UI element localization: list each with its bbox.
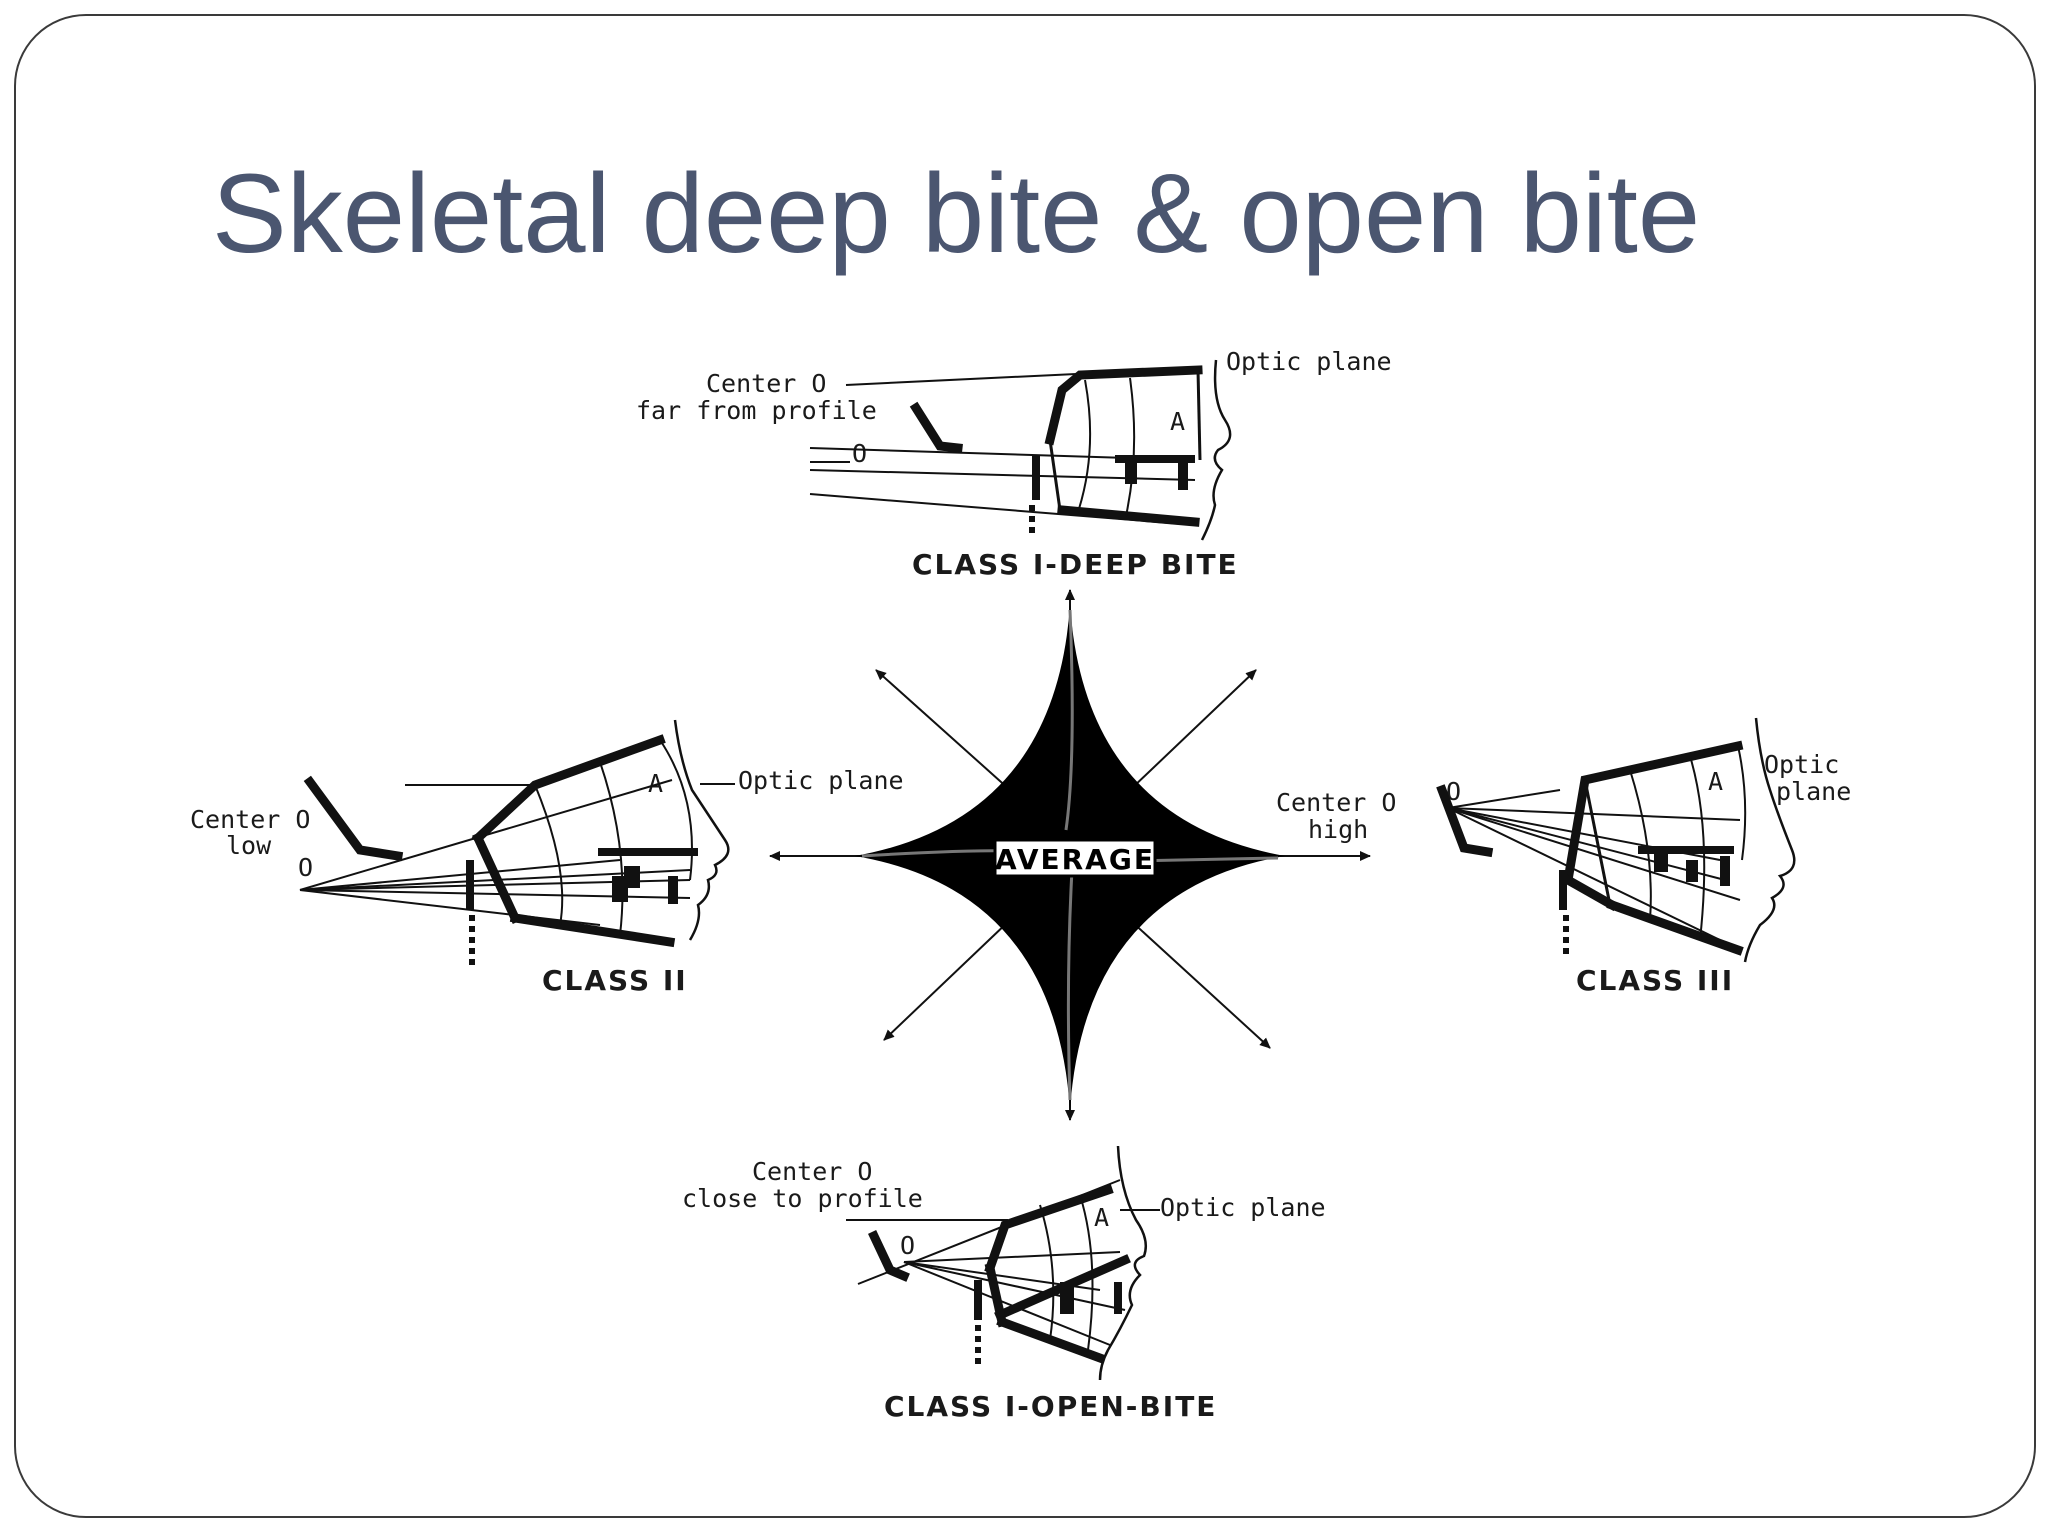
class-ii-figure: Center O low O Optic plane A CLASS II [190, 719, 904, 997]
class-iii-eye-label: A [1708, 767, 1723, 796]
class-i-deep-bite-figure: Center O far from profile Optic plane O … [636, 347, 1392, 581]
deep-bite-caption: CLASS I-DEEP BITE [912, 548, 1239, 581]
class-ii-optic-label: Optic plane [738, 766, 904, 795]
arrow-up-right [1129, 669, 1257, 791]
arrow-up-left [875, 669, 1011, 791]
deep-bite-eye-label: A [1170, 407, 1185, 436]
class-iii-center-label-1: Center O [1276, 788, 1396, 817]
open-bite-center-label-1: Center O [752, 1157, 872, 1186]
average-label-box [993, 838, 1157, 878]
class-iii-center-label-2: high [1308, 815, 1368, 844]
open-bite-eye-label: A [1094, 1203, 1109, 1232]
open-bite-caption: CLASS I-OPEN-BITE [884, 1390, 1217, 1423]
class-ii-eye-label: A [648, 769, 663, 798]
deep-bite-center-label-2: far from profile [636, 396, 877, 425]
average-star: AVERAGE [769, 589, 1371, 1121]
class-ii-center-label-2: low [226, 831, 272, 860]
class-iii-optic-label-2: plane [1776, 777, 1851, 806]
class-iii-optic-label-1: Optic [1764, 750, 1839, 779]
open-bite-o-label: O [900, 1231, 915, 1260]
arrow-down-left [883, 919, 1011, 1041]
slide-title: Skeletal deep bite & open bite [212, 151, 1701, 276]
arrow-down-right [1129, 919, 1271, 1049]
deep-bite-optic-label: Optic plane [1226, 347, 1392, 376]
class-ii-caption: CLASS II [542, 964, 688, 997]
class-ii-o-label: O [298, 853, 313, 882]
class-iii-figure: Center O high O Optic plane A CLASS III [1276, 717, 1851, 997]
deep-bite-center-label-1: Center O [706, 369, 826, 398]
open-bite-optic-label: Optic plane [1160, 1193, 1326, 1222]
class-i-open-bite-figure: Center O close to profile Optic plane O … [682, 1145, 1326, 1423]
open-bite-center-label-2: close to profile [682, 1184, 923, 1213]
class-iii-caption: CLASS III [1576, 964, 1734, 997]
average-label: AVERAGE [995, 843, 1155, 876]
deep-bite-o-label: O [852, 439, 867, 468]
class-ii-center-label-1: Center O [190, 805, 310, 834]
